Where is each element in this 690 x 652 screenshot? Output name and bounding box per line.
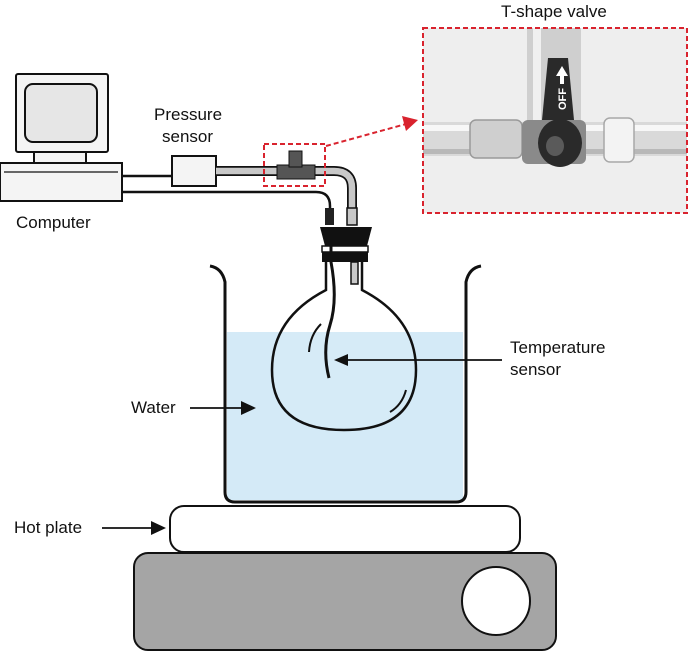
pressure-sensor (171, 155, 217, 187)
stirrer-knob (461, 566, 531, 636)
flask (270, 258, 418, 432)
hot-plate-pointer (102, 521, 166, 535)
hot-plate (169, 505, 521, 553)
pressure-sensor-label-line2: sensor (162, 127, 213, 146)
temperature-sensor-wire (324, 228, 336, 379)
flask-neck-ring (321, 245, 369, 253)
computer-base (0, 162, 123, 202)
valve-callout-box (263, 143, 326, 187)
valve-callout-line (325, 123, 407, 147)
computer (0, 73, 123, 202)
water-label: Water (131, 398, 176, 417)
computer-label: Computer (16, 213, 91, 232)
glass-tube (350, 261, 359, 285)
computer-screen (24, 83, 98, 143)
t-valve-small (276, 150, 316, 180)
tube-fitting-right (346, 207, 358, 226)
pressure-sensor-label-line1: Pressure (154, 105, 222, 124)
valve-title-label: T-shape valve (501, 2, 607, 21)
temperature-sensor-pointer (334, 354, 502, 366)
tube-fitting-left (325, 208, 334, 225)
valve-photo-frame (422, 27, 688, 214)
beaker (209, 264, 482, 504)
temperature-sensor-label-line2: sensor (510, 360, 561, 379)
valve-callout-arrow (402, 116, 418, 131)
valve-photo: OFF (423, 28, 687, 213)
water-pointer (190, 401, 256, 415)
temperature-sensor-label-line1: Temperature (510, 338, 605, 357)
rubber-stopper (320, 227, 372, 246)
valve-off-marking: OFF (557, 88, 569, 110)
hot-plate-label: Hot plate (14, 518, 82, 537)
computer-flask-cable (122, 190, 332, 222)
